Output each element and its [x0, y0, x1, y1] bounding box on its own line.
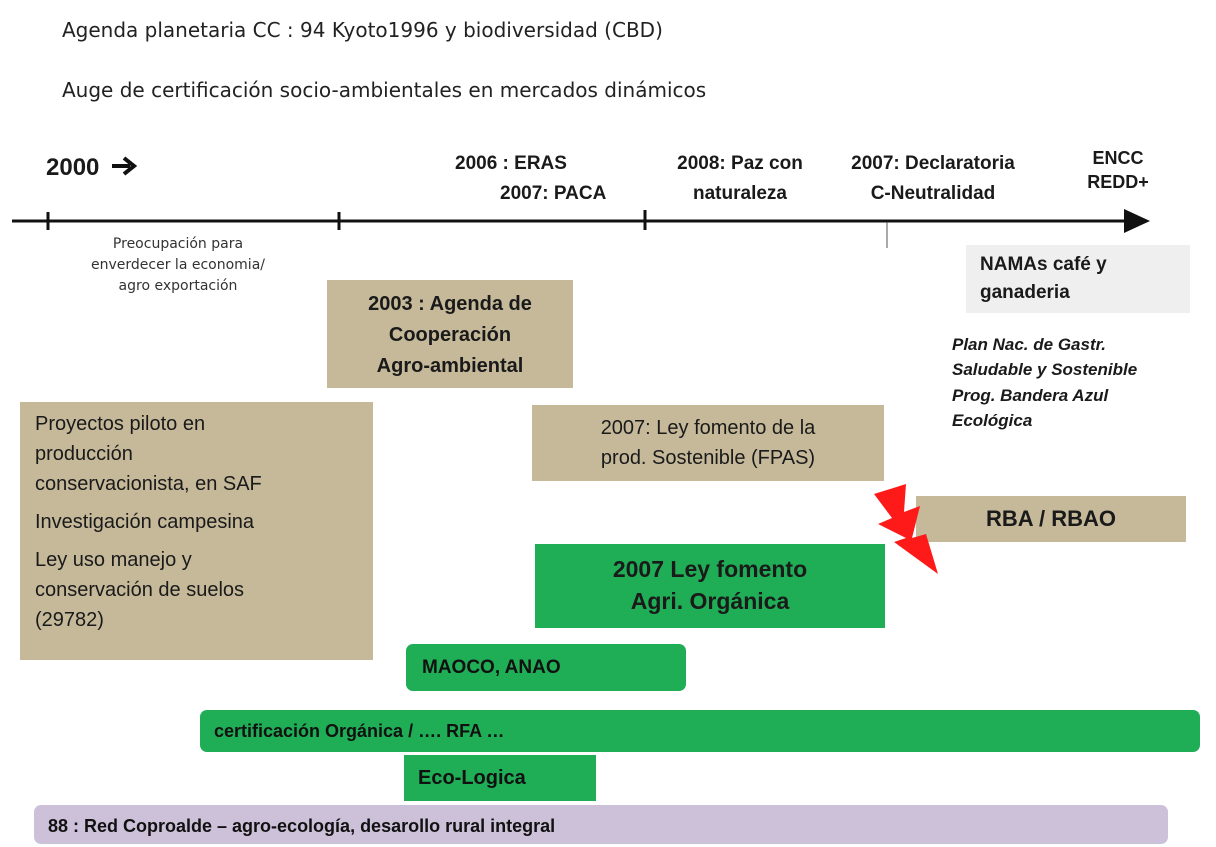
timeline-axis [12, 209, 1150, 248]
ley-suelos-line-1: Ley uso manejo y [35, 549, 192, 571]
plan-line-2: Saludable y Sostenible [952, 360, 1138, 379]
certificacion-bar: certificación Orgánica / …. RFA … [200, 710, 1200, 752]
bandera-azul: Prog. Bandera Azul Ecológica [952, 383, 1108, 433]
namas-box: NAMAs café y ganaderia [966, 245, 1190, 313]
maoco-box: MAOCO, ANAO [406, 644, 686, 691]
label-redd-line: REDD+ [1087, 172, 1149, 192]
fpas-line-2: prod. Sostenible (FPAS) [600, 447, 816, 469]
label-paz-line-1: 2008: Paz con [677, 153, 803, 174]
timeline-start: 2000 [46, 154, 140, 182]
plan-nacional: Plan Nac. de Gastr. Saludable y Sostenib… [952, 332, 1137, 382]
organica-box: 2007 Ley fomento Agri. Orgánica [535, 544, 885, 628]
axis-arrowhead [1124, 209, 1150, 233]
investigacion-line: Investigación campesina [35, 511, 255, 533]
namas-line-1: NAMAs café y [980, 254, 1107, 275]
timeline-note-line-3: agro exportación [118, 278, 238, 294]
label-declaratoria: 2007: Declaratoria C-Neutralidad [838, 152, 1028, 206]
proyectos-line-2: producción [35, 443, 133, 465]
right-arrow-icon [112, 156, 138, 176]
label-paz-line-2: naturaleza [693, 183, 787, 204]
label-paz: 2008: Paz con naturaleza [655, 152, 825, 206]
agenda-cooperacion-box: 2003 : Agenda de Cooperación Agro-ambien… [327, 280, 573, 388]
agenda-line-3: Agro-ambiental [376, 355, 524, 377]
plan-line-1: Plan Nac. de Gastr. [952, 335, 1107, 354]
header-line-1: Agenda planetaria CC : 94 Kyoto1996 y bi… [62, 18, 663, 42]
header-line-2: Auge de certificación socio-ambientales … [62, 78, 707, 102]
agenda-line-2: Cooperación [388, 324, 512, 346]
label-encc-line-1: ENCC [1092, 148, 1144, 168]
rba-box: RBA / RBAO [916, 496, 1186, 542]
ley-suelos-line-2: conservación de suelos [35, 579, 245, 601]
proyectos-line-3: conservacionista, en SAF [35, 473, 262, 495]
bandera-line-2: Ecológica [952, 411, 1033, 430]
lightning-bolt-icon [874, 484, 938, 574]
label-declaratoria-line-1: 2007: Declaratoria [851, 153, 1015, 174]
proyectos-box: Proyectos piloto en producción conservac… [20, 402, 373, 660]
ecologica-box: Eco-Logica [404, 755, 596, 801]
organica-line-2: Agri. Orgánica [630, 588, 790, 614]
fpas-line-1: 2007: Ley fomento de la [600, 417, 816, 439]
timeline-note: Preocupación para enverdecer la economia… [58, 234, 298, 297]
ley-suelos-line-3: (29782) [35, 609, 104, 631]
organica-line-1: 2007 Ley fomento [612, 556, 808, 582]
label-eras: 2006 : ERAS [455, 153, 567, 174]
bandera-line-1: Prog. Bandera Azul [952, 386, 1109, 405]
label-encc: ENCC REDD+ [1078, 146, 1158, 194]
fpas-box: 2007: Ley fomento de la prod. Sostenible… [532, 405, 884, 481]
coproalde-bar: 88 : Red Coproalde – agro-ecología, desa… [34, 805, 1168, 844]
timeline-start-label: 2000 [46, 154, 100, 181]
proyectos-line-1: Proyectos piloto en [35, 413, 206, 435]
timeline-note-line-2: enverdecer la economia/ [91, 257, 265, 273]
timeline-note-line-1: Preocupación para [112, 236, 244, 252]
label-paca: 2007: PACA [500, 183, 607, 204]
agenda-line-1: 2003 : Agenda de [368, 293, 532, 315]
label-declaratoria-line-2: C-Neutralidad [870, 183, 996, 204]
namas-line-2: ganaderia [980, 282, 1070, 303]
